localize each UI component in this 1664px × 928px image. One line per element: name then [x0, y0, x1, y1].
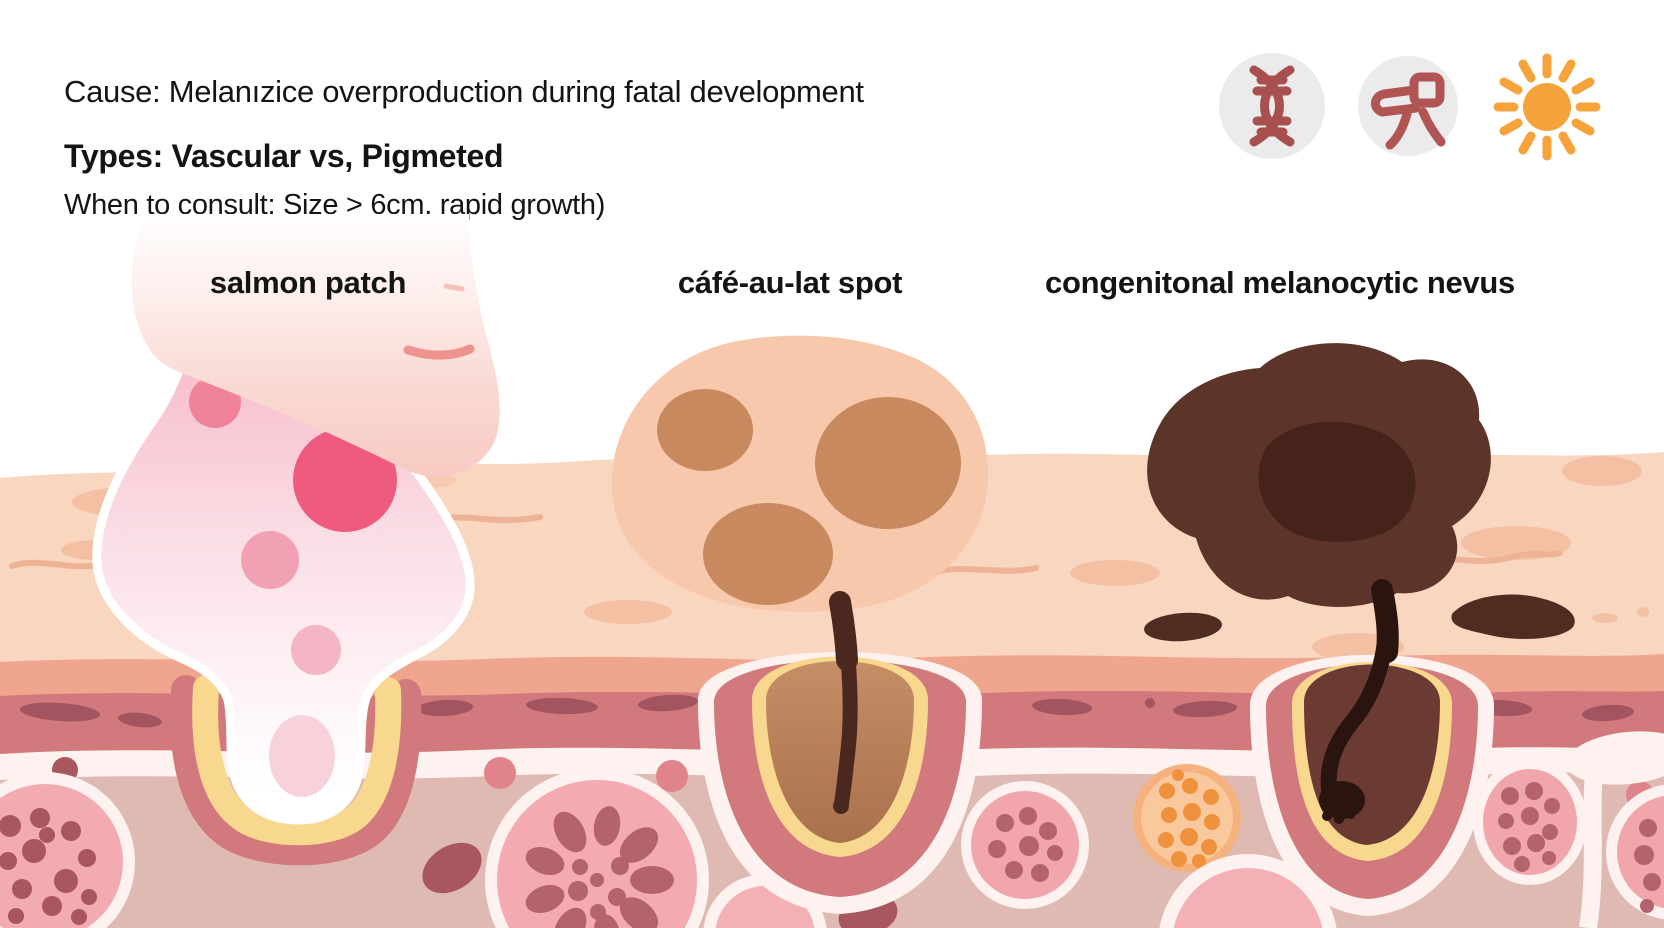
nevus-satellites	[1144, 594, 1575, 642]
cluster-citrus	[485, 768, 709, 928]
cause-text: Cause: Melanızice overproduction during …	[64, 74, 864, 109]
melanocytic-nevus	[1144, 343, 1575, 824]
cluster-right	[1473, 759, 1587, 885]
topic-icons	[1219, 53, 1601, 161]
nevus-follicle-pocket	[1250, 654, 1494, 916]
cluster-left	[0, 772, 135, 928]
cafe-hair-root	[829, 591, 858, 814]
mouth-line	[403, 344, 475, 360]
cafe-pigment-spots	[657, 389, 961, 605]
label-cafe-au-lait-spot: cáfé-au-lat spot	[677, 265, 903, 300]
cluster-orange	[1133, 764, 1241, 872]
dna-icon	[1219, 53, 1325, 159]
dermis-content	[52, 731, 1664, 928]
cluster-right-edge	[1606, 784, 1664, 920]
sun-icon	[1493, 53, 1601, 161]
label-salmon-patch: salmon patch	[209, 265, 407, 300]
cluster-mid	[961, 781, 1089, 909]
types-text: Types: Vascular vs, Pigmeted	[64, 138, 504, 174]
label-melanocytic-nevus: congenitonal melanocytic nevus	[1045, 265, 1515, 300]
cafe-au-lait-spot	[611, 335, 989, 814]
baby-head	[131, 214, 500, 478]
nevus-dark-center	[1258, 421, 1416, 543]
chromosome-icon	[1358, 56, 1458, 156]
nevus-hair-root	[1319, 579, 1399, 824]
